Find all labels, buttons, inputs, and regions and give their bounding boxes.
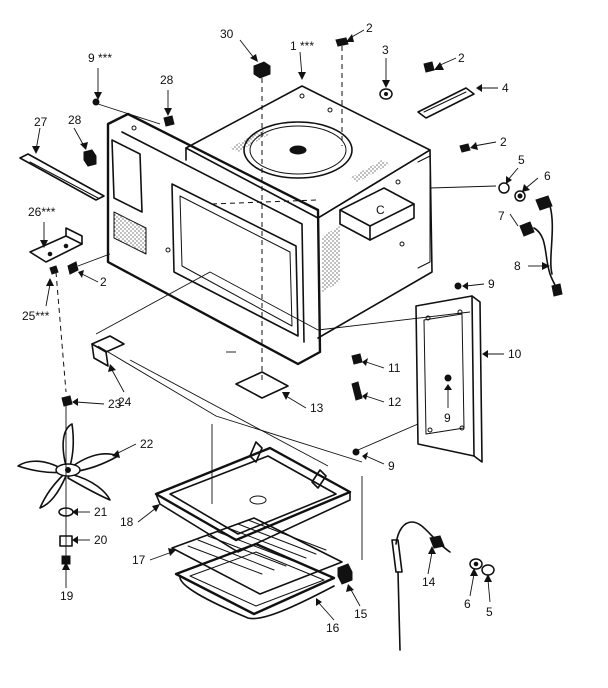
callout-27: 27 — [34, 115, 48, 129]
part-25-screw — [49, 265, 67, 393]
callout-9-mid: 9 — [444, 411, 451, 425]
callout-22: 22 — [140, 437, 154, 451]
part-2-screw-right — [423, 61, 435, 73]
part-5-nut-bottom — [481, 564, 495, 576]
callout-2-mid: 2 — [500, 135, 507, 149]
part-22-fan-blade — [17, 423, 119, 509]
part-20-nut — [59, 535, 73, 547]
callout-6-top: 6 — [544, 169, 551, 183]
part-14-probe — [391, 521, 451, 651]
callout-4: 4 — [502, 81, 509, 95]
callout-5-bottom: 5 — [486, 605, 493, 619]
part-13-pad — [235, 371, 289, 399]
callout-15: 15 — [354, 607, 368, 621]
callout-28-left: 28 — [68, 113, 82, 127]
callout-6-bottom: 6 — [464, 597, 471, 611]
part-6-washer-bottom — [469, 558, 483, 570]
callout-19: 19 — [60, 589, 74, 603]
callout-12: 12 — [388, 395, 402, 409]
callout-arrows — [32, 29, 550, 621]
housing-letter: C — [376, 203, 385, 217]
part-26-bracket — [29, 227, 83, 263]
part-9-screw-top — [92, 98, 161, 125]
part-4-strip — [417, 87, 475, 119]
callout-3: 3 — [382, 43, 389, 57]
callout-8: 8 — [514, 259, 521, 273]
callout-26: 26*** — [28, 205, 56, 219]
callout-23: 23 — [108, 397, 122, 411]
callout-30: 30 — [220, 27, 234, 41]
part-9-screw-right — [352, 282, 462, 456]
part-18-tray — [154, 441, 352, 553]
callout-5-top: 5 — [518, 153, 525, 167]
callout-25: 25*** — [22, 309, 50, 323]
callout-2-left: 2 — [100, 275, 107, 289]
part-10-side-panel — [415, 295, 483, 463]
callout-16: 16 — [326, 621, 340, 635]
part-30-clip — [253, 61, 271, 380]
callout-9-top: 9 *** — [88, 51, 112, 65]
callout-1: 1 *** — [290, 39, 314, 53]
part-27-strip — [19, 153, 105, 201]
callout-28-top: 28 — [160, 73, 174, 87]
part-2-screw-left — [67, 253, 111, 275]
assembly-guide-lines — [95, 199, 471, 560]
callout-7: 7 — [498, 209, 505, 223]
callout-14: 14 — [422, 575, 436, 589]
callout-11: 11 — [388, 361, 401, 375]
callout-2-top: 2 — [366, 21, 373, 35]
part-3-washer — [379, 88, 393, 100]
callout-2-right: 2 — [458, 51, 465, 65]
callout-21: 21 — [94, 505, 108, 519]
part-24-bracket — [91, 335, 125, 367]
callout-9-right: 9 — [488, 277, 495, 291]
part-28-clip — [83, 149, 97, 167]
callout-13: 13 — [310, 401, 324, 415]
callout-20: 20 — [94, 533, 108, 547]
callout-9-low: 9 — [388, 459, 395, 473]
part-28-screw — [163, 115, 175, 127]
parts-11-12-screws — [351, 353, 363, 401]
part-23-nut — [61, 395, 73, 407]
part-15-clip — [337, 563, 353, 585]
callout-17: 17 — [132, 553, 146, 567]
callout-24: 24 — [118, 395, 132, 409]
callout-10: 10 — [508, 347, 522, 361]
callout-18: 18 — [120, 515, 134, 529]
part-16-pan — [174, 542, 336, 620]
oven-cavity — [106, 85, 433, 366]
part-2-screw-mid — [459, 143, 471, 153]
part-2-screw-top — [335, 37, 349, 146]
parts-5-6-7-8-harness — [429, 182, 563, 297]
callout-labels: 1 *** 2 3 2 4 2 5 6 7 8 9 *** 9 9 9 10 1… — [22, 21, 551, 635]
